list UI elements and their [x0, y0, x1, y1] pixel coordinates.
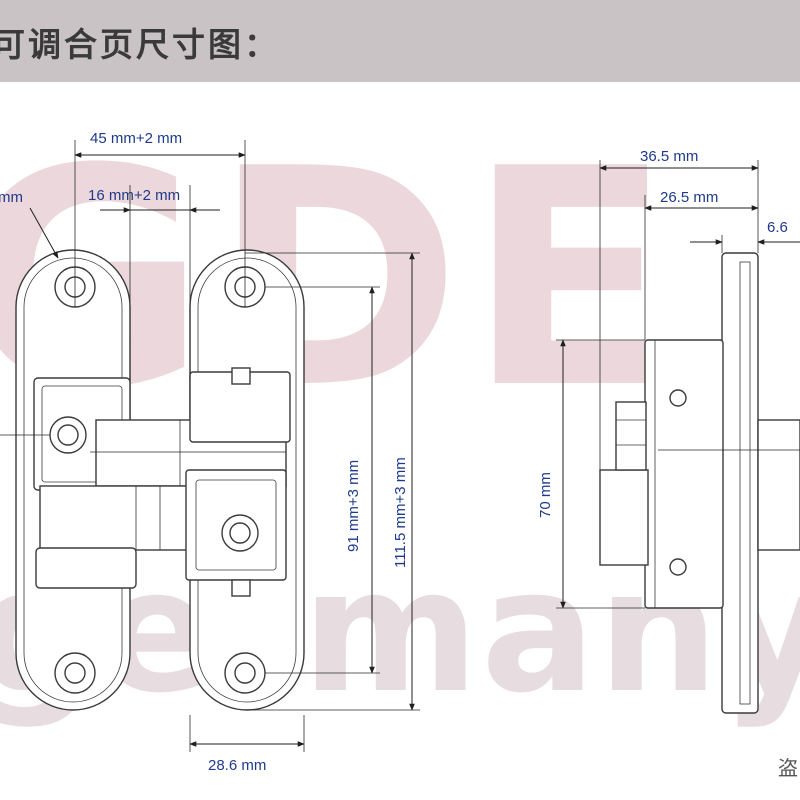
- front-dimension-labels: 45 mm+2 mm 16 mm+2 mm mm 91 mm+3 mm 111.…: [0, 130, 409, 774]
- adjust-screw-left-inner: [57, 424, 79, 446]
- mechanism-notch-top: [231, 367, 251, 385]
- dim-leaf-span: 45 mm+2 mm: [90, 130, 182, 147]
- dim-total-length: 111.5 mm+3 mm: [392, 457, 409, 568]
- mechanism-lower-inner: [195, 479, 277, 571]
- dim-hole-pitch: 91 mm+3 mm: [345, 460, 362, 552]
- side-dimension-labels: 36.5 mm 26.5 mm 6.6 70 mm: [537, 148, 788, 518]
- mount-hole-right-bottom-inner: [234, 662, 256, 684]
- front-view: [15, 249, 305, 711]
- side-nut: [615, 401, 647, 471]
- front-dimension-arrows: [29, 152, 415, 747]
- dim-total-depth: 36.5 mm: [640, 148, 698, 165]
- hinge-drawing: 45 mm+2 mm 16 mm+2 mm mm 91 mm+3 mm 111.…: [0, 130, 800, 774]
- side-view: [599, 252, 800, 714]
- dim-body-depth: 26.5 mm: [660, 189, 718, 206]
- dim-body-width: 16 mm+2 mm: [88, 187, 180, 204]
- mechanism-notch-bottom: [231, 579, 251, 597]
- adjust-screw-right-inner: [229, 522, 251, 544]
- corner-mark: 盗: [778, 756, 798, 780]
- dim-plate-partial: 6.6: [767, 219, 788, 236]
- mount-hole-left-bottom-inner: [64, 662, 86, 684]
- dim-hole-partial: mm: [0, 189, 23, 206]
- header-bar: 可调合页尺寸图：: [0, 0, 800, 82]
- side-adjuster-block: [599, 469, 649, 566]
- mechanism-foot: [35, 547, 137, 589]
- side-screw-top: [669, 389, 687, 407]
- page-title: 可调合页尺寸图：: [0, 25, 280, 64]
- side-extension-lines: [556, 160, 800, 609]
- side-screw-bottom: [669, 558, 687, 576]
- side-dimension-arrows: [560, 165, 800, 609]
- drawing-area: GDE germany: [0, 82, 800, 800]
- dim-leaf-width: 28.6 mm: [208, 757, 266, 774]
- side-mount-plate-inner: [739, 261, 751, 705]
- front-extension-lines: [0, 140, 420, 752]
- dim-body-height: 70 mm: [537, 472, 554, 518]
- side-arm-right: [757, 419, 800, 551]
